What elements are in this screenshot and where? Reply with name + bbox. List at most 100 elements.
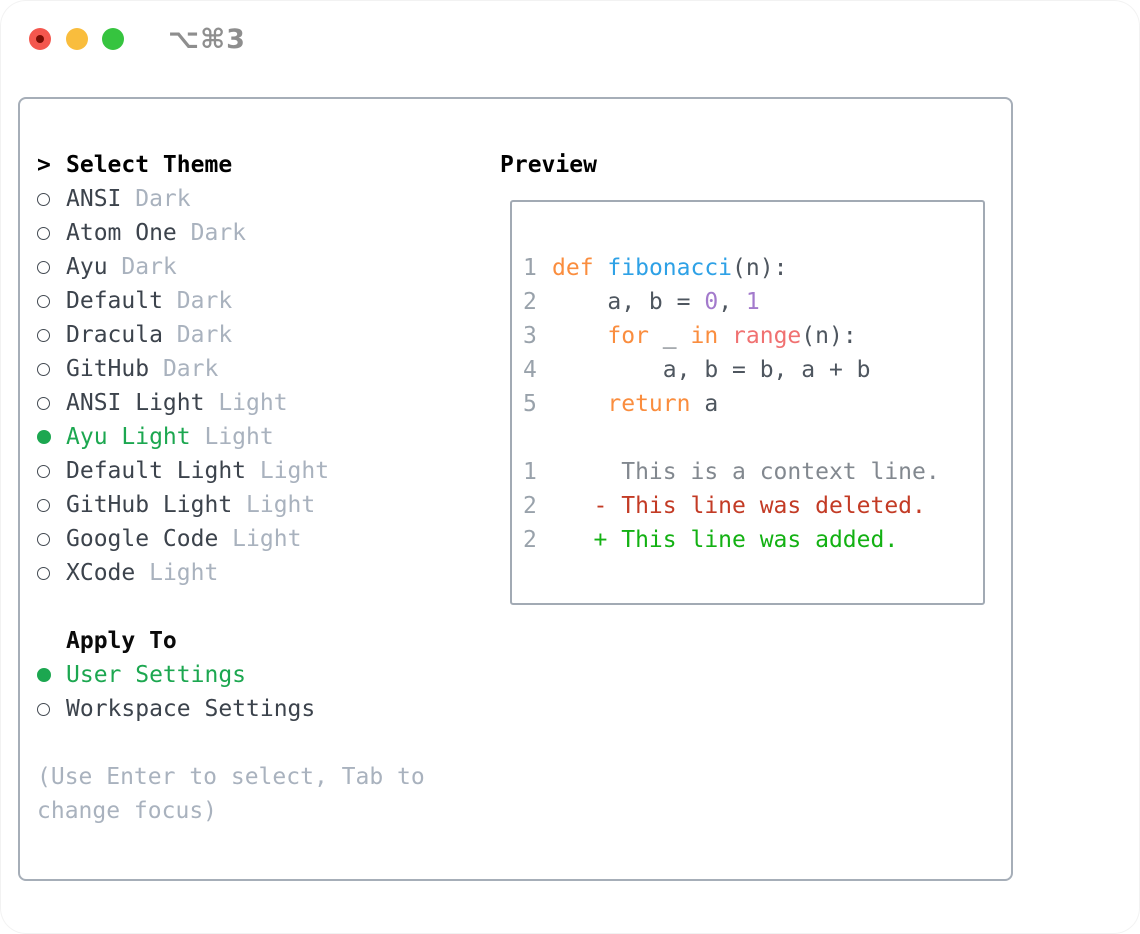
minimize-button[interactable]	[66, 28, 88, 50]
option-label: User Settings	[66, 662, 247, 688]
option-label: Dracula	[66, 322, 163, 348]
option-label: Google Code	[66, 526, 219, 552]
code-line: 3 for _ in range(n):	[523, 319, 983, 353]
theme-option[interactable]: XCode Light	[37, 556, 425, 590]
theme-option[interactable]: ANSI Light Light	[37, 386, 425, 420]
theme-option[interactable]: ANSI Dark	[37, 182, 425, 216]
token-plain	[718, 323, 732, 349]
radio-circle-icon	[37, 532, 50, 546]
theme-option[interactable]: Ayu Light Light	[37, 420, 425, 454]
theme-variant-tag: Dark	[149, 356, 219, 382]
help-line: (Use Enter to select, Tab to	[37, 764, 425, 790]
token-context: This is a context line.	[552, 459, 940, 485]
token-keyword: for	[607, 323, 649, 349]
option-label: Default	[66, 288, 163, 314]
token-plain: (n):	[732, 255, 788, 281]
token-builtin: range	[732, 323, 802, 349]
prompt-caret-icon: >	[37, 152, 51, 178]
radio-icon	[37, 260, 66, 274]
line-number: 1	[523, 255, 537, 281]
code-line: 1 This is a context line.	[523, 455, 983, 489]
preview-header: Preview	[500, 148, 597, 182]
apply-to-heading: Apply To	[66, 628, 177, 654]
token-plain: a	[690, 391, 719, 417]
token-plain: ,	[718, 289, 746, 315]
radio-circle-icon	[37, 566, 50, 580]
theme-option[interactable]: Google Code Light	[37, 522, 425, 556]
token-number: 0	[704, 289, 719, 315]
theme-variant-tag: Dark	[107, 254, 177, 280]
code-text: for _ in range(n):	[552, 319, 857, 353]
theme-option[interactable]: GitHub Dark	[37, 352, 425, 386]
code-text: + This line was added.	[552, 523, 899, 557]
theme-option[interactable]: Default Light Light	[37, 454, 425, 488]
radio-icon	[37, 328, 66, 342]
radio-circle-icon	[37, 362, 50, 376]
option-label: ANSI Light	[66, 390, 205, 416]
line-number: 5	[523, 391, 537, 417]
option-label: GitHub Light	[66, 492, 233, 518]
radio-selected-circle-icon	[37, 430, 51, 444]
unsaved-indicator-dot	[36, 35, 44, 43]
theme-option[interactable]: Dracula Dark	[37, 318, 425, 352]
line-number: 2	[523, 493, 537, 519]
radio-selected-icon	[37, 668, 66, 682]
radio-circle-icon	[37, 294, 50, 308]
token-plain: a, b =	[552, 289, 705, 315]
code-line: 2 a, b = 0, 1	[523, 285, 983, 319]
radio-circle-icon	[37, 498, 50, 512]
radio-icon	[37, 532, 66, 546]
option-label: Ayu Light	[66, 424, 191, 450]
radio-icon	[37, 192, 66, 206]
line-number: 2	[523, 289, 537, 315]
theme-variant-tag: Dark	[162, 288, 233, 314]
close-button[interactable]	[29, 28, 51, 50]
radio-icon	[37, 498, 66, 512]
theme-variant-tag: Light	[218, 526, 302, 552]
radio-icon	[37, 396, 66, 410]
maximize-button[interactable]	[102, 28, 124, 50]
token-keyword: in	[690, 323, 719, 349]
token-plain	[552, 323, 607, 349]
code-line: 2 - This line was deleted.	[523, 489, 983, 523]
code-line	[523, 421, 983, 455]
radio-icon	[37, 566, 66, 580]
spacer	[37, 590, 425, 624]
apply-to-header: Apply To	[37, 624, 425, 658]
token-plain: a, b = b, a + b	[552, 357, 871, 383]
apply-to-option[interactable]: Workspace Settings	[37, 692, 425, 726]
code-line: 5 return a	[523, 387, 983, 421]
help-line: change focus)	[37, 798, 218, 824]
radio-icon	[37, 226, 66, 240]
help-text: (Use Enter to select, Tab to change focus…	[37, 760, 425, 828]
radio-icon	[37, 294, 66, 308]
theme-option[interactable]: Default Dark	[37, 284, 425, 318]
apply-to-option[interactable]: User Settings	[37, 658, 425, 692]
code-text: This is a context line.	[552, 455, 940, 489]
theme-variant-tag: Light	[232, 492, 316, 518]
code-text: def fibonacci(n):	[552, 251, 787, 285]
option-label: ANSI	[66, 186, 122, 212]
theme-option[interactable]: Ayu Dark	[37, 250, 425, 284]
theme-option[interactable]: Atom One Dark	[37, 216, 425, 250]
token-number: 1	[745, 289, 760, 315]
theme-variant-tag: Dark	[176, 220, 247, 246]
option-label: Default Light	[66, 458, 247, 484]
preview-heading: Preview	[500, 152, 597, 178]
line-number: 2	[523, 527, 537, 553]
token-keyword: def	[552, 255, 594, 281]
theme-option[interactable]: GitHub Light Light	[37, 488, 425, 522]
theme-variant-tag: Dark	[121, 186, 191, 212]
token-added: + This line was added.	[552, 527, 899, 553]
option-label: Ayu	[66, 254, 108, 280]
select-theme-heading: Select Theme	[66, 152, 233, 178]
token-function: fibonacci	[607, 255, 733, 281]
option-label: XCode	[66, 560, 136, 586]
token-plain: (n):	[801, 323, 857, 349]
radio-circle-icon	[37, 260, 50, 274]
code-text: a, b = 0, 1	[552, 285, 760, 319]
